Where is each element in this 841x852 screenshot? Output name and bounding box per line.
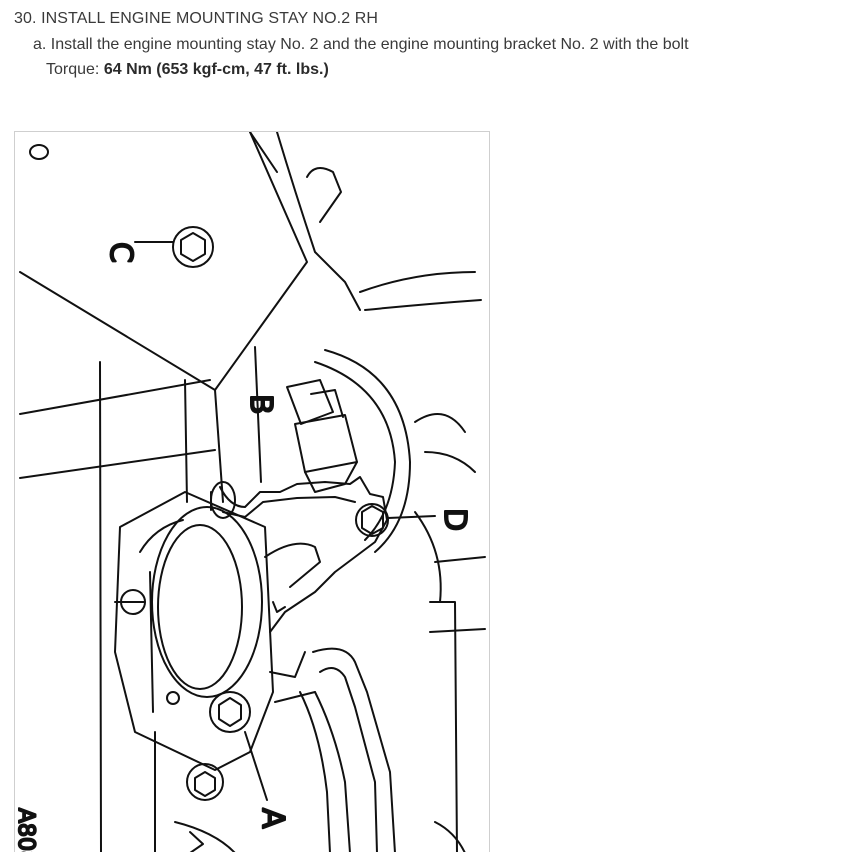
torque-value: 64 Nm (653 kgf-cm, 47 ft. lbs.) <box>103 61 329 78</box>
bolt-c <box>172 226 214 268</box>
substep-instruction: a. Install the engine mounting stay No. … <box>33 36 689 53</box>
callout-d: D <box>437 508 472 531</box>
engine-mount-illustration: C B D A A808 <box>14 131 490 852</box>
hole-mark <box>29 144 49 160</box>
step-title: 30. INSTALL ENGINE MOUNTING STAY NO.2 RH <box>14 10 379 27</box>
bolt-a <box>209 691 251 733</box>
bolt-d <box>355 503 389 537</box>
torque-label: Torque: <box>46 61 100 78</box>
figure-code: A808 <box>15 808 38 852</box>
callout-b: B <box>243 394 278 415</box>
torque-spec: Torque: 64 Nm (653 kgf-cm, 47 ft. lbs.) <box>46 61 329 79</box>
callout-a: A <box>255 808 290 829</box>
mount-insulator <box>151 506 263 698</box>
callout-c: C <box>103 242 138 263</box>
